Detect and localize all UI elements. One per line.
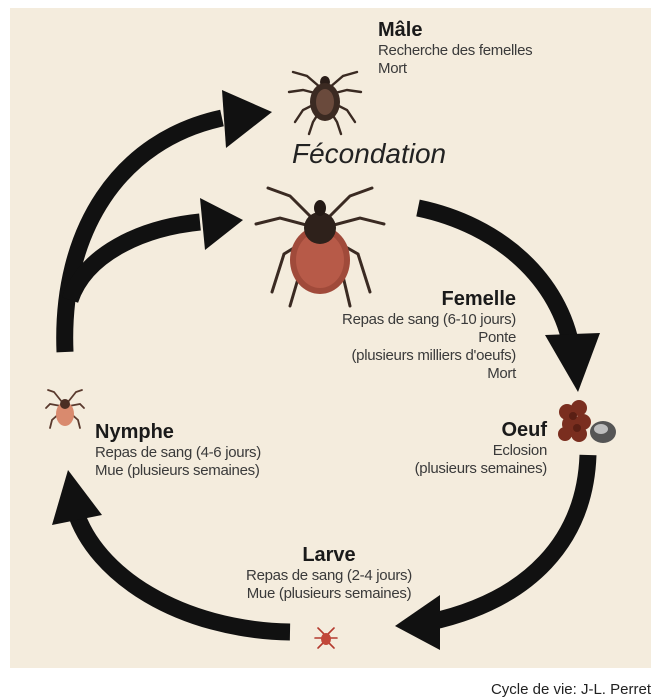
stage-line: Recherche des femelles (378, 42, 532, 60)
credit-text: Cycle de vie: J-L. Perret (491, 681, 651, 698)
stage-femelle: Femelle Repas de sang (6-10 jours) Ponte… (342, 287, 516, 383)
larva-tick-icon (312, 624, 340, 652)
stage-line: Eclosion (415, 442, 547, 460)
stage-line: Mort (342, 365, 516, 383)
stage-title: Femelle (342, 287, 516, 311)
stage-male: Mâle Recherche des femelles Mort (378, 18, 532, 78)
stage-nymphe: Nymphe Repas de sang (4-6 jours) Mue (pl… (95, 420, 261, 480)
stage-title: Oeuf (415, 418, 547, 442)
stage-line: Repas de sang (4-6 jours) (95, 444, 261, 462)
egg-cluster-icon (555, 398, 621, 450)
male-tick-icon (285, 58, 365, 138)
arrowhead-femelle (200, 198, 243, 250)
arrowhead-oeuf (545, 333, 600, 392)
stage-oeuf: Oeuf Eclosion (plusieurs semaines) (415, 418, 547, 478)
stage-line: Mue (plusieurs semaines) (214, 585, 444, 603)
fecondation-label: Fécondation (292, 138, 446, 170)
stage-title: Mâle (378, 18, 532, 42)
stage-title: Larve (214, 543, 444, 567)
stage-larve: Larve Repas de sang (2-4 jours) Mue (plu… (214, 543, 444, 603)
arrowhead-larve (395, 595, 440, 650)
nymph-tick-icon (44, 388, 86, 434)
stage-line: (plusieurs milliers d'oeufs) (342, 347, 516, 365)
arrow-oeuf-to-larve (430, 455, 588, 622)
stage-line: Mue (plusieurs semaines) (95, 462, 261, 480)
stage-line: Mort (378, 60, 532, 78)
arrowhead-male (222, 90, 272, 148)
stage-line: Ponte (342, 329, 516, 347)
stage-line: (plusieurs semaines) (415, 460, 547, 478)
stage-line: Repas de sang (6-10 jours) (342, 311, 516, 329)
stage-line: Repas de sang (2-4 jours) (214, 567, 444, 585)
stage-title: Nymphe (95, 420, 261, 444)
